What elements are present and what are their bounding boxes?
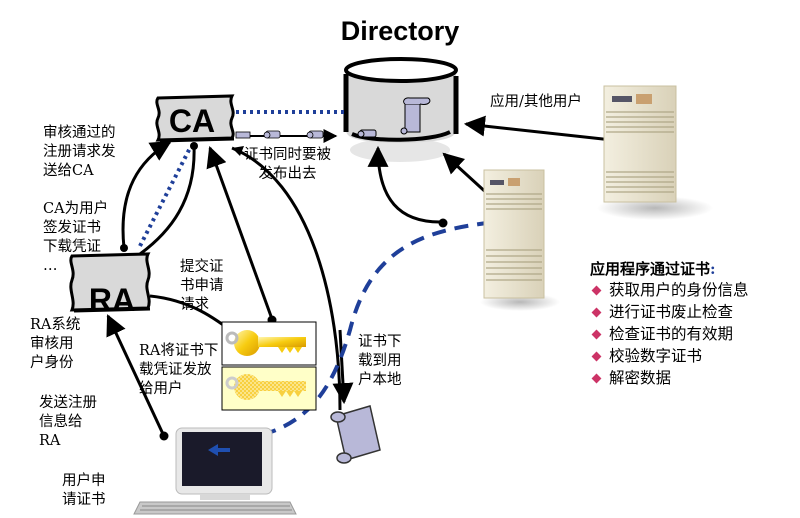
panel-title: 应用程序通过证书: [590, 260, 716, 278]
diagram-title: Directory [340, 16, 460, 46]
arrow-submit-to-ca [206, 146, 274, 320]
label-ra-issue-voucher: RA将证书下 载凭证发放 给用户 [139, 343, 219, 397]
list-item: 进行证书废止检查 [590, 301, 749, 323]
dashed-link-pc-server [239, 220, 497, 442]
server-icon[interactable] [480, 169, 560, 311]
ra-node[interactable]: RA [69, 252, 151, 318]
bullet-icon [591, 329, 602, 339]
list-item: 获取用户的身份信息 [590, 279, 749, 301]
panel-list: 获取用户的身份信息 进行证书废止检查 检查证书的有效期 校验数字证书 解密数据 [590, 279, 749, 389]
label-download-local: 证书下 载到用 户本地 [358, 334, 402, 388]
ra-ca-link [138, 147, 192, 247]
bullet-icon [591, 351, 602, 361]
bullet-icon [591, 373, 602, 383]
arrow-ra-to-ca [121, 140, 172, 249]
label-submit-request: 提交证 书申请 请求 [180, 259, 224, 313]
key-copy-icon [221, 366, 317, 411]
arrow-ca-to-ra [139, 145, 196, 256]
certificate-scroll-icon [330, 405, 381, 464]
app-cert-panel: 应用程序通过证书: 获取用户的身份信息 进行证书废止检查 检查证书的有效期 校验… [590, 258, 749, 389]
bullet-icon [591, 285, 602, 295]
user-computer-icon[interactable] [133, 427, 297, 515]
directory-node[interactable] [343, 57, 459, 162]
bullet-icon [591, 307, 602, 317]
ca-node[interactable]: CA [155, 94, 235, 143]
arrow-pc-to-ra [106, 314, 165, 435]
label-ca-approved: 审核通过的 注册请求发 送给CA [43, 125, 116, 179]
label-send-register: 发送注册 信息给 RA [39, 395, 97, 449]
label-publish-cert: 证书同时要被 发布出去 [244, 147, 331, 182]
list-item: 解密数据 [590, 367, 749, 389]
arrow-server-to-directory [442, 152, 492, 198]
arrow-app-to-directory [463, 115, 613, 142]
label-app-users: 应用/其他用户 [490, 94, 582, 110]
private-key-icon [221, 321, 317, 366]
arrow-to-directory [367, 145, 441, 224]
label-user-apply: 用户申 请证书 [62, 473, 106, 508]
list-item: 校验数字证书 [590, 345, 749, 367]
ca-label: CA [169, 103, 215, 139]
label-ra-verify: RA系统 审核用 户身份 [30, 317, 81, 371]
certificate-scroll-icon [400, 97, 431, 135]
list-item: 检查证书的有效期 [590, 323, 749, 345]
publish-cert-flow [235, 129, 338, 143]
certificate-scroll-icon [357, 129, 377, 138]
label-ca-issue: CA为用户 签发证书 下载凭证 … [43, 201, 109, 274]
app-server-icon[interactable] [597, 85, 713, 220]
ra-label: RA [89, 282, 135, 318]
